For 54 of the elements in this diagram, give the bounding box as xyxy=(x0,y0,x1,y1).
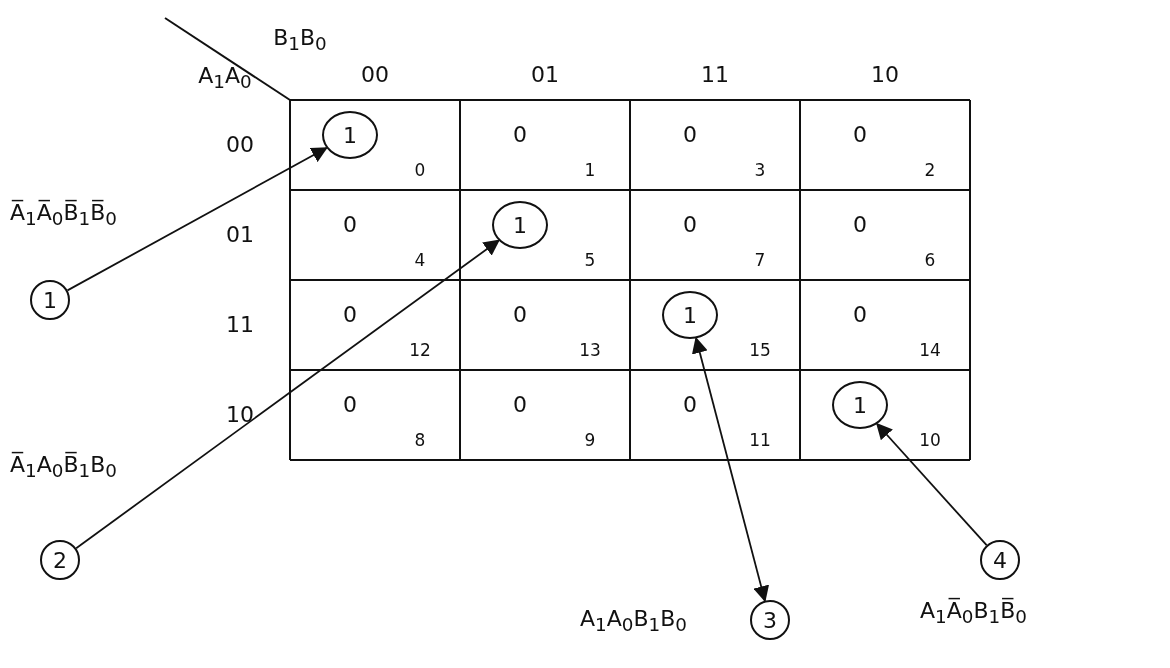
row-header: 11 xyxy=(226,314,254,336)
cell-value: 0 xyxy=(683,124,697,146)
cell-number: 2 xyxy=(924,161,936,179)
circled-cell-value: 1 xyxy=(832,381,888,429)
cell-value: 0 xyxy=(513,304,527,326)
expression-text: A̅$_{1}$A̅$_{0}$B̅$_{1}$B̅$_{0}$ xyxy=(10,200,117,231)
variable-label: A$_{1}$A$_{0}$ xyxy=(198,64,252,92)
circled-number: 2 xyxy=(40,540,80,580)
circled-number: 4 xyxy=(980,540,1020,580)
cell-value: 0 xyxy=(853,304,867,326)
circled-cell-value: 1 xyxy=(492,201,548,249)
cell-number: 9 xyxy=(584,431,596,449)
cell-number: 10 xyxy=(919,431,941,449)
cell-value: 0 xyxy=(853,124,867,146)
column-header: 11 xyxy=(701,64,729,86)
cell-number: 12 xyxy=(409,341,431,359)
cell-number: 6 xyxy=(924,251,936,269)
circled-number: 1 xyxy=(30,280,70,320)
cell-number: 4 xyxy=(414,251,426,269)
leader-arrow xyxy=(66,147,328,292)
circled-number: 3 xyxy=(750,600,790,640)
cell-number: 0 xyxy=(414,161,426,179)
column-header: 00 xyxy=(361,64,389,86)
leader-arrow xyxy=(876,422,988,547)
column-header: 01 xyxy=(531,64,559,86)
leader-arrow xyxy=(75,239,500,550)
column-header: 10 xyxy=(871,64,899,86)
cell-number: 7 xyxy=(754,251,766,269)
cell-value: 0 xyxy=(853,214,867,236)
cell-value: 0 xyxy=(343,394,357,416)
cell-value: 0 xyxy=(683,394,697,416)
row-header: 10 xyxy=(226,404,254,426)
row-header: 01 xyxy=(226,224,254,246)
cell-value: 0 xyxy=(683,214,697,236)
cell-number: 11 xyxy=(749,431,771,449)
circled-cell-value: 1 xyxy=(662,291,718,339)
cell-number: 1 xyxy=(584,161,596,179)
row-header: 00 xyxy=(226,134,254,156)
expression-text: A$_{1}$A̅$_{0}$B$_{1}$B̅$_{0}$ xyxy=(920,598,1027,629)
expression-text: A$_{1}$A$_{0}$B$_{1}$B$_{0}$ xyxy=(580,606,687,637)
cell-number: 5 xyxy=(584,251,596,269)
cell-number: 8 xyxy=(414,431,426,449)
leader-arrow xyxy=(691,336,770,603)
cell-value: 0 xyxy=(513,394,527,416)
cell-number: 15 xyxy=(749,341,771,359)
cell-value: 0 xyxy=(343,304,357,326)
cell-number: 13 xyxy=(579,341,601,359)
cell-value: 0 xyxy=(343,214,357,236)
expression-text: A̅$_{1}$A$_{0}$B̅$_{1}$B$_{0}$ xyxy=(10,452,117,483)
variable-label: B$_{1}$B$_{0}$ xyxy=(273,26,327,54)
cell-number: 14 xyxy=(919,341,941,359)
circled-cell-value: 1 xyxy=(322,111,378,159)
cell-value: 0 xyxy=(513,124,527,146)
cell-number: 3 xyxy=(754,161,766,179)
